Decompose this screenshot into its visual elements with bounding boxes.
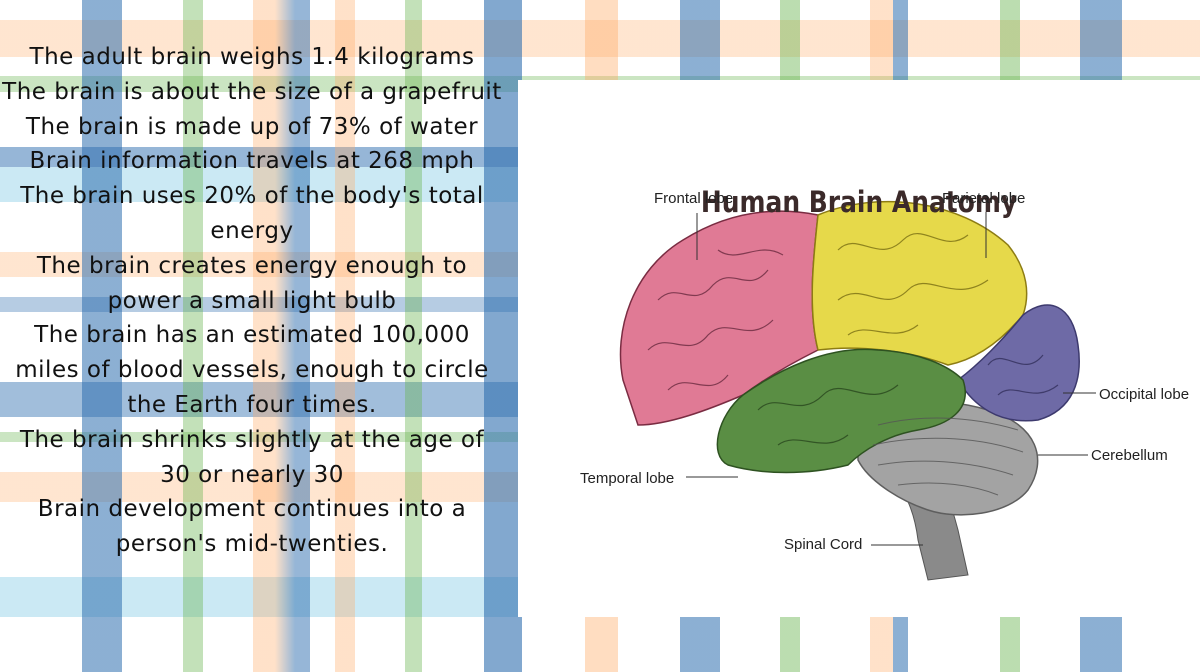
- label-cerebellum: Cerebellum: [1091, 447, 1168, 464]
- fact-item: The adult brain weighs 1.4 kilograms: [29, 44, 475, 70]
- diagram-title: Human Brain Anatomy: [700, 185, 1018, 219]
- fact-item: The brain is about the size of a grapefr…: [2, 78, 502, 105]
- label-parietal-lobe: Parietal lobe: [942, 190, 1026, 207]
- label-temporal-lobe: Temporal lobe: [580, 470, 675, 487]
- brain-facts-list: The adult brain weighs 1.4 kilograms The…: [0, 40, 504, 562]
- label-frontal-lobe: Frontal lobe: [654, 190, 734, 207]
- fact-item: Brain information travels at 268 mph: [29, 148, 475, 175]
- brain-illustration: [619, 200, 1096, 581]
- fact-item: The brain is made up of 73% of water: [25, 113, 479, 140]
- label-occipital-lobe: Occipital lobe: [1099, 386, 1190, 403]
- fact-item: The brain shrinks slightly at the age of…: [19, 426, 485, 488]
- brain-diagram-panel: Human Brain Anatomy Frontal lobe Parieta…: [518, 80, 1200, 617]
- fact-item: The brain uses 20% of the body's total e…: [20, 183, 484, 244]
- fact-item: The brain has an estimated 100,000 miles…: [15, 322, 489, 418]
- fact-item: The brain creates energy enough to power…: [36, 252, 468, 314]
- fact-item: Brain development continues into a perso…: [37, 496, 467, 558]
- label-spinal-cord: Spinal Cord: [784, 536, 863, 553]
- temporal-lobe-shape: [716, 348, 966, 474]
